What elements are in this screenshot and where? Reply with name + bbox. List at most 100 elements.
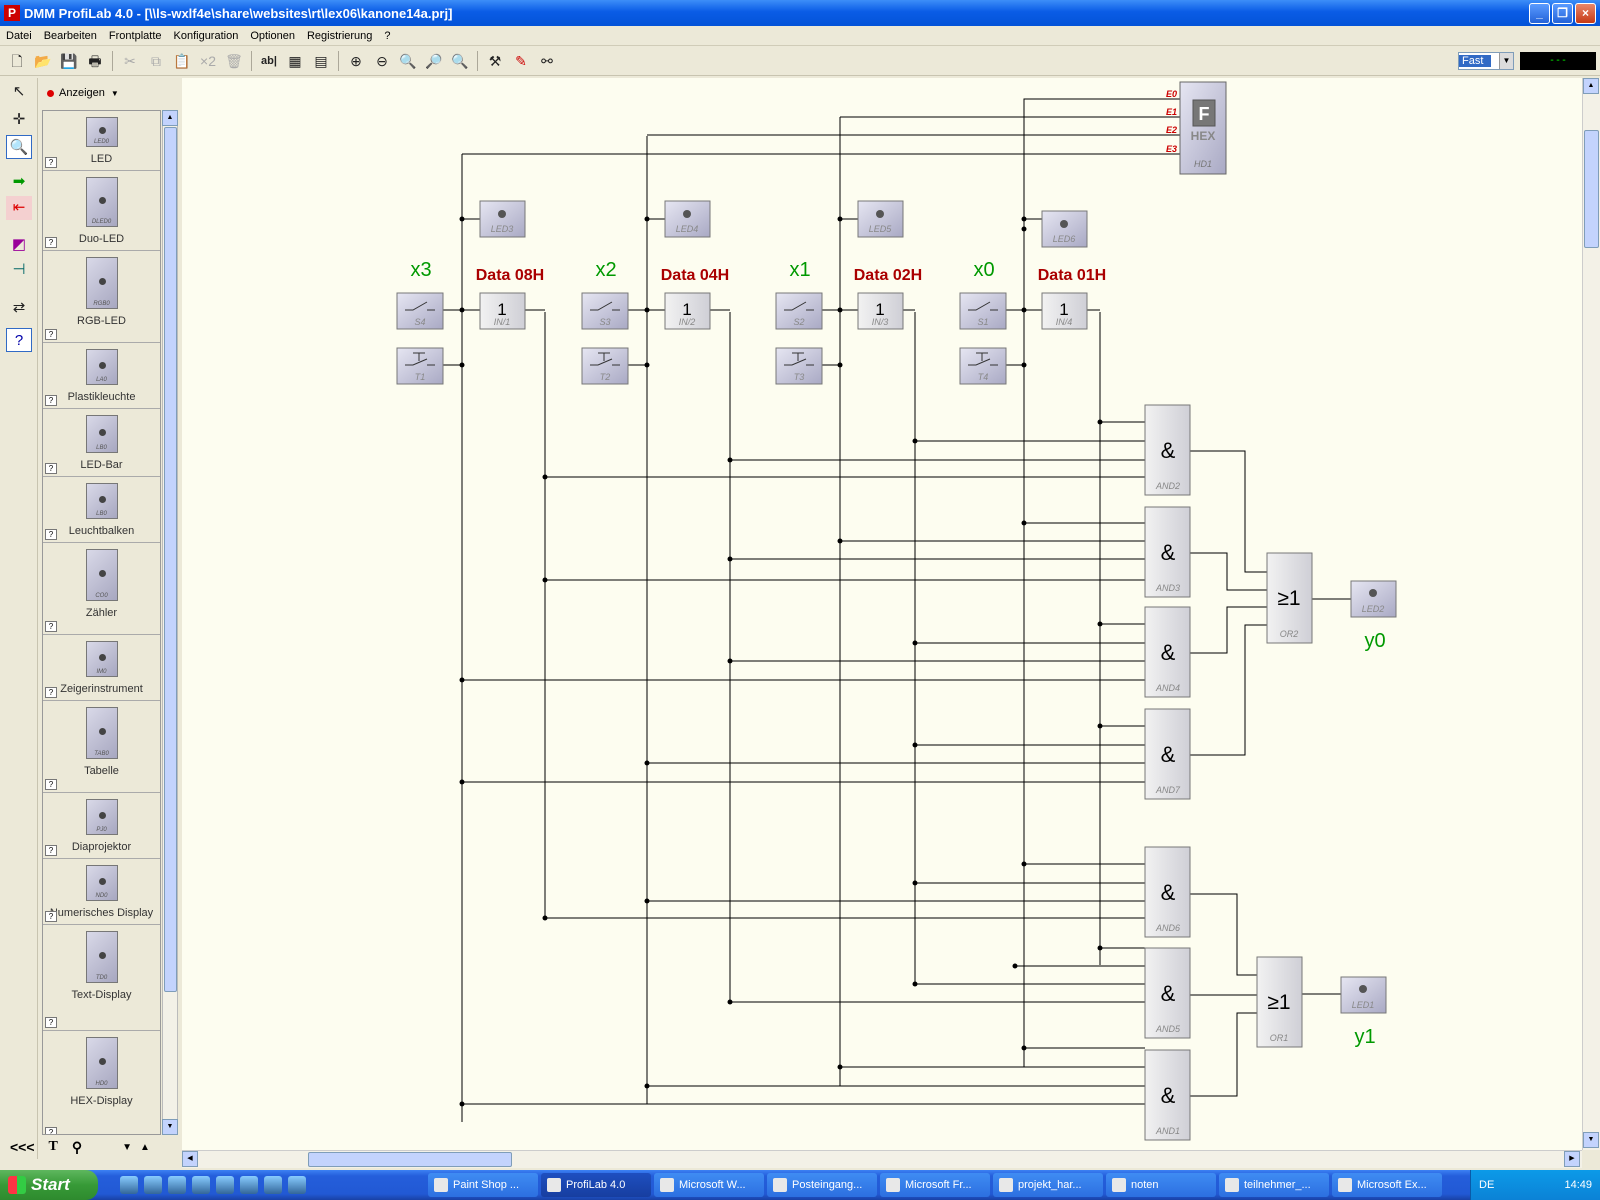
print-icon[interactable]: 🖶 <box>88 53 102 69</box>
help-button[interactable]: ? <box>45 621 57 632</box>
menu-frontplatte[interactable]: Frontplatte <box>108 29 162 42</box>
horizontal-scrollbar[interactable]: ◀ ▶ <box>182 1150 1582 1168</box>
start-button[interactable]: Start <box>0 1170 98 1200</box>
wire-node-icon[interactable]: ✛ <box>12 111 26 128</box>
help-button[interactable]: ? <box>45 463 57 474</box>
menu-help[interactable]: ? <box>384 29 391 42</box>
and-gate[interactable] <box>1144 404 1191 496</box>
hex-display[interactable] <box>1179 81 1227 175</box>
help-button[interactable]: ? <box>45 237 57 248</box>
inverter-gate[interactable] <box>1041 292 1088 330</box>
search-icon[interactable]: ⚲ <box>71 1138 83 1155</box>
pointer-tool-icon[interactable]: ↖ <box>12 83 26 100</box>
palette-header[interactable]: Anzeigen ▼ <box>42 82 180 104</box>
taskbar-task[interactable]: teilnehmer_... <box>1219 1173 1329 1197</box>
taskbar-task[interactable]: Microsoft W... <box>654 1173 764 1197</box>
connect-icon[interactable]: ⚯ <box>541 53 553 69</box>
duplicate-button[interactable]: ×2 <box>200 53 216 69</box>
and-gate[interactable] <box>1144 1049 1191 1141</box>
or-gate[interactable] <box>1266 552 1313 644</box>
inverter-gate[interactable] <box>664 292 711 330</box>
lo-level-icon[interactable]: ◩ <box>11 236 27 253</box>
push-button[interactable] <box>396 347 444 385</box>
quicklaunch-icon[interactable] <box>216 1176 234 1194</box>
minimize-button[interactable]: _ <box>1529 2 1550 24</box>
led-indicator[interactable] <box>479 200 526 238</box>
zoom-tool-icon[interactable]: 🔍 <box>6 135 32 159</box>
text-tool-button[interactable]: T <box>48 1139 58 1154</box>
menu-datei[interactable]: Datei <box>6 29 32 42</box>
led-indicator[interactable] <box>857 200 904 238</box>
and-gate[interactable] <box>1144 708 1191 800</box>
paste-icon[interactable]: 📋 <box>173 53 191 69</box>
vertical-scroll-thumb[interactable] <box>1584 130 1599 248</box>
palette-scroll-thumb[interactable] <box>164 127 177 992</box>
push-button[interactable] <box>581 347 629 385</box>
menu-registrierung[interactable]: Registrierung <box>306 29 373 42</box>
help-button[interactable]: ? <box>45 1127 57 1134</box>
quicklaunch-icon[interactable] <box>192 1176 210 1194</box>
help-pointer-icon[interactable]: ? <box>6 328 32 352</box>
zoom-out-icon[interactable]: ⊖ <box>376 53 388 69</box>
output-led[interactable] <box>1340 976 1387 1014</box>
swap-icon[interactable]: ⇄ <box>12 299 26 316</box>
led-indicator[interactable] <box>1041 210 1088 248</box>
scroll-down-arrow[interactable]: ▼ <box>162 1119 178 1135</box>
delete-icon[interactable]: 🗑 <box>225 53 243 69</box>
menu-optionen[interactable]: Optionen <box>250 29 295 42</box>
inverter-gate[interactable] <box>857 292 904 330</box>
zoom-all-icon[interactable]: 🔎 <box>425 53 443 69</box>
taskbar-task[interactable]: Posteingang... <box>767 1173 877 1197</box>
close-button[interactable]: × <box>1575 2 1596 24</box>
help-button[interactable]: ? <box>45 845 57 856</box>
build-icon[interactable]: ⚒ <box>488 53 502 69</box>
push-button[interactable] <box>775 347 823 385</box>
move-up-icon[interactable]: ▲ <box>140 1141 150 1153</box>
menu-konfiguration[interactable]: Konfiguration <box>173 29 239 42</box>
connector-icon[interactable]: ⊣ <box>12 261 26 278</box>
taskbar-task[interactable]: ProfiLab 4.0 <box>541 1173 651 1197</box>
inverter-gate[interactable] <box>479 292 526 330</box>
new-file-icon[interactable]: 🗋 <box>11 53 23 69</box>
language-indicator[interactable]: DE <box>1479 1179 1495 1191</box>
chevron-down-icon[interactable]: ▼ <box>1499 53 1513 69</box>
or-gate[interactable] <box>1256 956 1303 1048</box>
menu-bearbeiten[interactable]: Bearbeiten <box>43 29 97 42</box>
and-gate[interactable] <box>1144 846 1191 938</box>
and-gate[interactable] <box>1144 506 1191 598</box>
scroll-right-arrow[interactable]: ▶ <box>1564 1151 1580 1167</box>
restore-button[interactable]: ❐ <box>1552 2 1573 24</box>
help-button[interactable]: ? <box>45 687 57 698</box>
zoom-in-icon[interactable]: ⊕ <box>350 53 362 69</box>
zoom-fit-icon[interactable]: 🔍 <box>399 53 417 69</box>
run-icon[interactable]: ➡ <box>12 173 26 190</box>
help-button[interactable]: ? <box>45 779 57 790</box>
help-button[interactable]: ? <box>45 529 57 540</box>
quicklaunch-icon[interactable] <box>288 1176 306 1194</box>
and-gate[interactable] <box>1144 947 1191 1039</box>
save-icon[interactable]: 💾 <box>60 53 78 69</box>
taskbar-task[interactable]: projekt_har... <box>993 1173 1103 1197</box>
quicklaunch-icon[interactable] <box>120 1176 138 1194</box>
quicklaunch-icon[interactable] <box>144 1176 162 1194</box>
toggle-switch[interactable] <box>396 292 444 330</box>
toggle-switch[interactable] <box>959 292 1007 330</box>
quicklaunch-icon[interactable] <box>264 1176 282 1194</box>
cut-icon[interactable]: ✂ <box>124 53 136 69</box>
collapse-button[interactable]: <<< <box>10 1139 35 1155</box>
and-gate[interactable] <box>1144 606 1191 698</box>
taskbar-task[interactable]: noten <box>1106 1173 1216 1197</box>
horizontal-scroll-thumb[interactable] <box>308 1152 512 1167</box>
